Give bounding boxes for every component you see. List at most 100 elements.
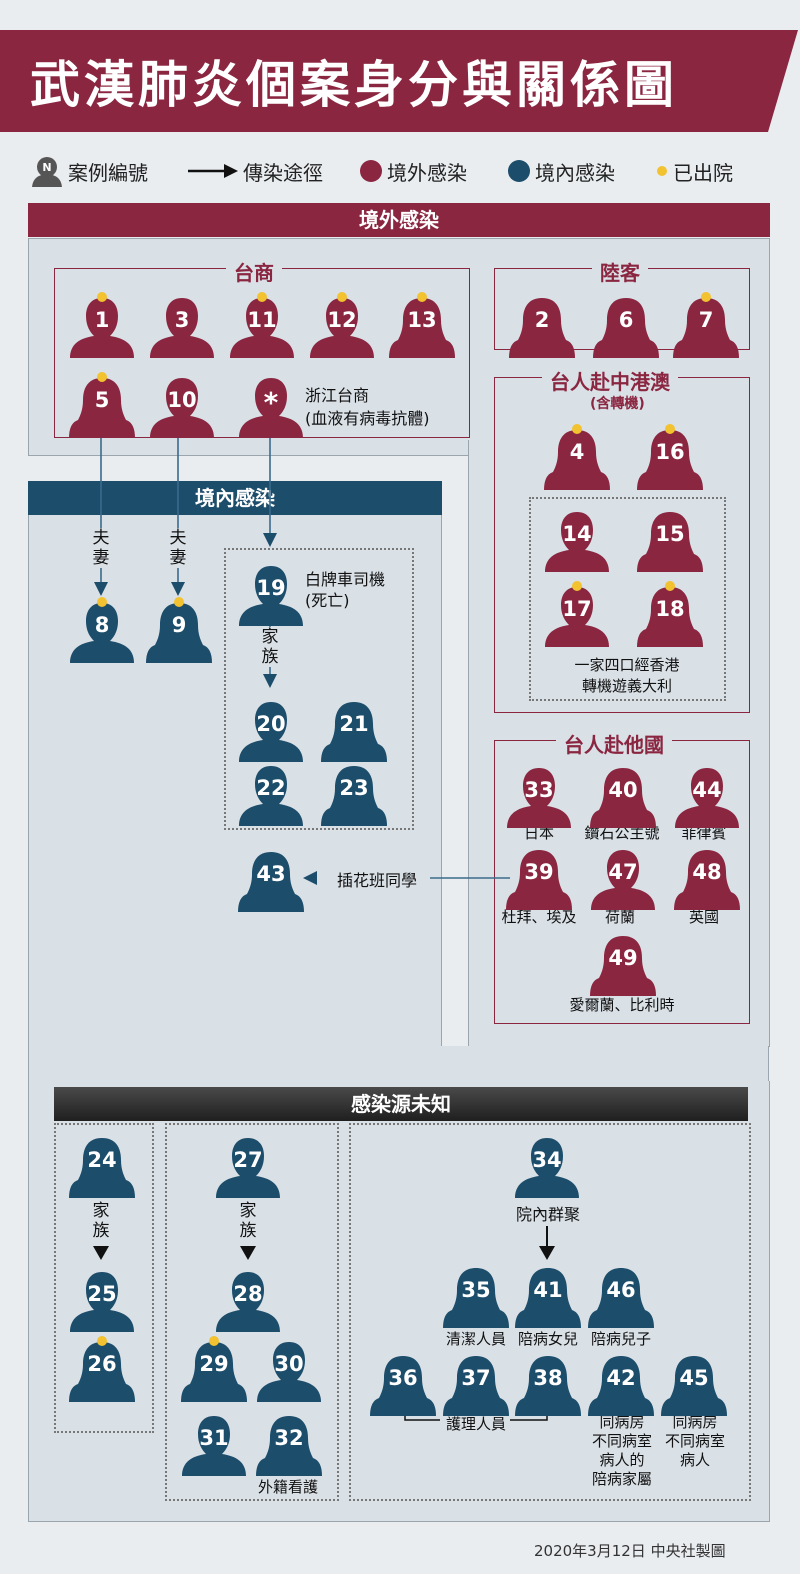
case-number-label: 46 (606, 1278, 636, 1302)
case-16-person-icon: 16 (636, 424, 704, 490)
case-number-label: 44 (692, 778, 722, 802)
zhejiang-label-1: 浙江台商 (305, 386, 370, 405)
case-number-label: 34 (532, 1148, 562, 1172)
case-number-label: 26 (87, 1352, 117, 1376)
role-same-room-family: 同病房不同病室病人的陪病家屬 (591, 1413, 652, 1488)
case-number-label: 13 (407, 308, 437, 332)
case-14-person-icon: 14 (543, 510, 611, 572)
discharged-dot-icon (97, 292, 107, 302)
case-number-label: 4 (569, 440, 585, 464)
discharged-dot-icon (665, 424, 675, 434)
legend-transmission: 傳染途徑 (243, 161, 323, 185)
discharged-dot-icon (97, 372, 107, 382)
arrow-legend-icon (188, 164, 238, 178)
group-taishang-title: 台商 (226, 257, 282, 286)
case-12-person-icon: 12 (308, 292, 376, 358)
case-number-label: 48 (692, 860, 722, 884)
case-15-person-icon: 15 (636, 510, 704, 572)
case-6-person-icon: 6 (592, 296, 660, 358)
case-number-label: 5 (94, 388, 110, 412)
case-25-person-icon: 25 (68, 1270, 136, 1332)
driver-label-1: 白牌車司機 (305, 570, 386, 589)
case-number-label: 31 (199, 1426, 229, 1450)
group-hk-macau-note: (含轉機) (590, 396, 645, 412)
case-number-label: 33 (524, 778, 554, 802)
case-number-label: 10 (167, 388, 197, 412)
case-33-person-icon: 33 (505, 766, 573, 828)
discharged-dot-icon (417, 292, 427, 302)
family-label-24: 家族 (92, 1201, 110, 1241)
role-daughter: 陪病女兒 (517, 1330, 578, 1348)
case-number-label: 23 (339, 776, 369, 800)
case-43-person-icon: 43 (237, 850, 305, 912)
case-1-person-icon: 1 (68, 292, 136, 358)
case-number-label: 37 (461, 1366, 491, 1390)
case-2-person-icon: 2 (508, 296, 576, 358)
zhejiang-label-2: (血液有病毒抗體) (305, 409, 430, 428)
country-diamond: 鑽石公主號 (584, 824, 660, 842)
unknown-section-header: 感染源未知 (54, 1087, 748, 1121)
case-number-label: 32 (274, 1426, 304, 1450)
case-39-person-icon: 39 (505, 848, 573, 910)
case-35-person-icon: 35 (442, 1266, 510, 1328)
case-30-person-icon: 30 (255, 1340, 323, 1402)
country-japan: 日本 (523, 824, 554, 842)
case-number-label: 39 (524, 860, 554, 884)
case-number-label: 28 (233, 1282, 263, 1306)
case-13-person-icon: 13 (388, 292, 456, 358)
case-number-label: 2 (534, 308, 550, 332)
family4-label-1: 一家四口經香港 (574, 656, 680, 674)
case-17-person-icon: 17 (543, 581, 611, 647)
case-number-label: 29 (199, 1352, 229, 1376)
case-number-label: 12 (327, 308, 357, 332)
case-number-label: 24 (87, 1148, 117, 1172)
discharged-dot-icon (665, 581, 675, 591)
case-37-person-icon: 37 (442, 1354, 510, 1416)
role-nurses: 護理人員 (445, 1415, 506, 1433)
case-number-label: 19 (256, 576, 286, 600)
case-number-label: 1 (94, 308, 110, 332)
discharged-dot-icon (97, 597, 107, 607)
case-number-label: 3 (174, 308, 190, 332)
family-label-19: 家族 (260, 627, 280, 667)
case-24-person-icon: 24 (68, 1136, 136, 1198)
case-zhejiang-person-icon: * (237, 376, 305, 438)
case-number-label: 40 (608, 778, 638, 802)
case-number-label: 42 (606, 1366, 636, 1390)
case-7-person-icon: 7 (672, 292, 740, 358)
case-40-person-icon: 40 (589, 766, 657, 828)
case-49-person-icon: 49 (589, 934, 657, 996)
cluster-label: 院內群聚 (516, 1205, 581, 1224)
country-dubai: 杜拜、埃及 (501, 908, 577, 926)
discharged-dot-icon (701, 292, 711, 302)
family-24-box (54, 1123, 154, 1433)
role-son: 陪病兒子 (590, 1330, 651, 1348)
case-number-label: 16 (655, 440, 685, 464)
discharged-dot-icon (572, 424, 582, 434)
group-hk-macau-title: 台人赴中港澳 (542, 366, 678, 395)
case-number-label: 27 (233, 1148, 263, 1172)
case-8-person-icon: 8 (68, 597, 136, 663)
case-5-person-icon: 5 (68, 372, 136, 438)
discharged-dot-icon (337, 292, 347, 302)
group-other-countries-title: 台人赴他國 (556, 729, 672, 758)
local-section-header: 境內感染 (28, 481, 442, 515)
case-31-person-icon: 31 (180, 1414, 248, 1476)
case-44-person-icon: 44 (673, 766, 741, 828)
case-29-person-icon: 29 (180, 1336, 248, 1402)
discharged-dot-icon (174, 597, 184, 607)
driver-label-2: (死亡) (305, 591, 350, 610)
case-41-person-icon: 41 (514, 1266, 582, 1328)
country-netherlands: 荷蘭 (604, 908, 635, 926)
title-banner (0, 30, 798, 132)
discharged-dot-icon (257, 292, 267, 302)
role-cleaner: 清潔人員 (445, 1330, 506, 1348)
family-of-four-box (529, 497, 726, 701)
case-number-label: 21 (339, 712, 369, 736)
case-number-label: 18 (655, 597, 685, 621)
case-38-person-icon: 38 (514, 1354, 582, 1416)
case-number-label: 11 (247, 308, 277, 332)
case-11-person-icon: 11 (228, 292, 296, 358)
country-uk: 英國 (688, 908, 719, 926)
